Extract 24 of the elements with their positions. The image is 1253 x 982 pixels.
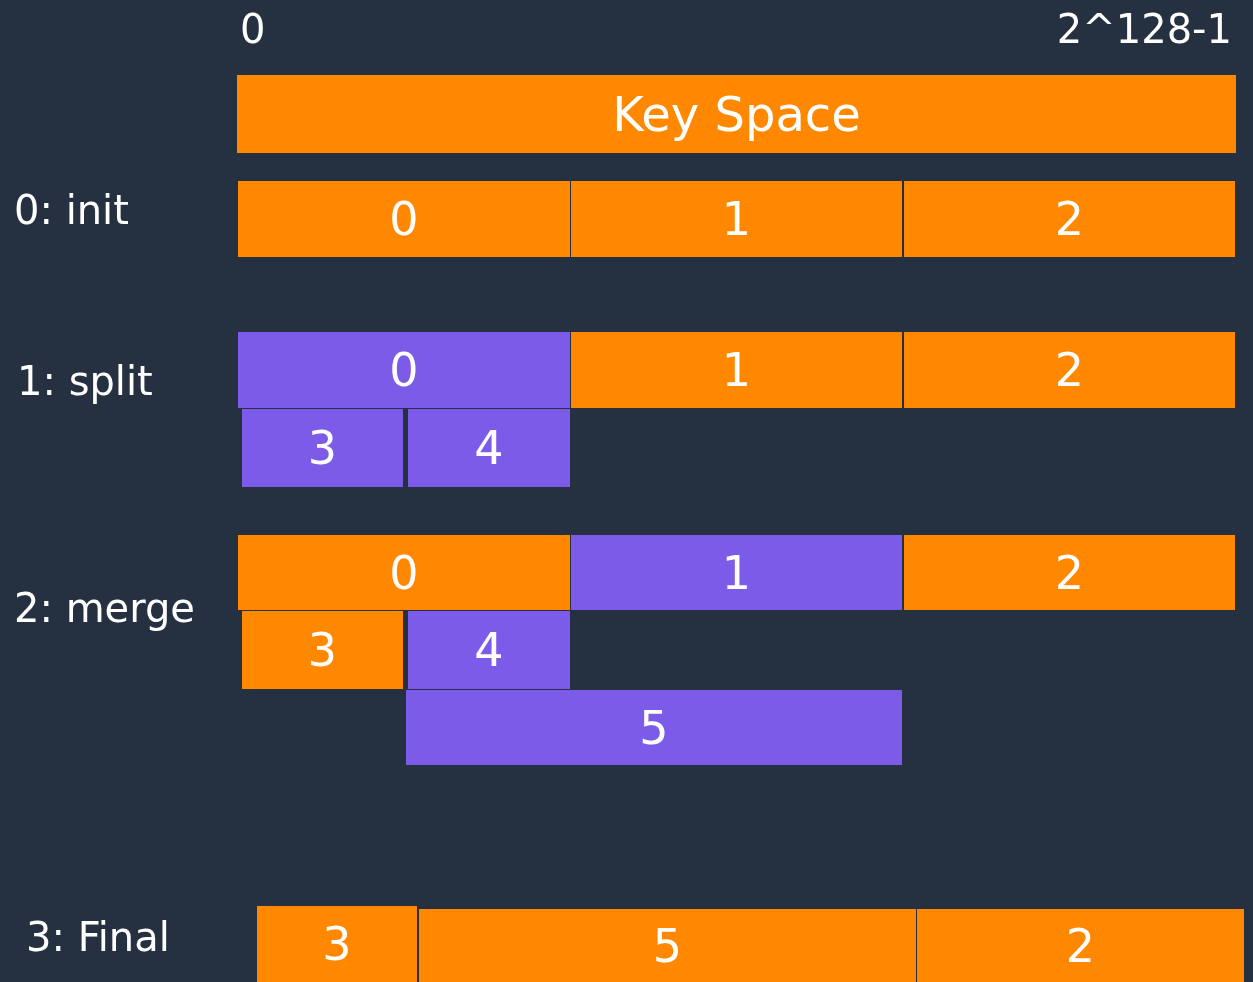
range-segment: 2	[904, 535, 1235, 610]
step-label: 1: split	[17, 357, 153, 405]
range-segment: 1	[571, 332, 902, 408]
step-label: 3: Final	[26, 913, 170, 961]
key-space-bar: Key Space	[237, 75, 1236, 153]
step-label: 0: init	[14, 186, 129, 234]
range-segment: 1	[571, 181, 902, 257]
range-segment: 5	[406, 690, 902, 765]
range-segment: 0	[238, 181, 570, 257]
range-segment: 5	[419, 909, 916, 982]
range-segment: 3	[242, 611, 403, 689]
step-label: 2: merge	[14, 584, 195, 632]
range-segment: 4	[408, 409, 570, 487]
range-segment: 0	[238, 332, 570, 408]
range-segment: 4	[408, 611, 570, 689]
range-segment: 2	[904, 332, 1235, 408]
axis-bound-label: 2^128-1	[1056, 5, 1232, 53]
range-segment: 3	[242, 409, 403, 487]
axis-bound-label: 0	[240, 5, 266, 53]
range-segment: 0	[238, 535, 570, 610]
range-segment: 3	[257, 906, 417, 982]
range-segment: 2	[904, 181, 1235, 257]
range-segment: 1	[571, 535, 902, 610]
range-segment: 2	[917, 909, 1244, 982]
